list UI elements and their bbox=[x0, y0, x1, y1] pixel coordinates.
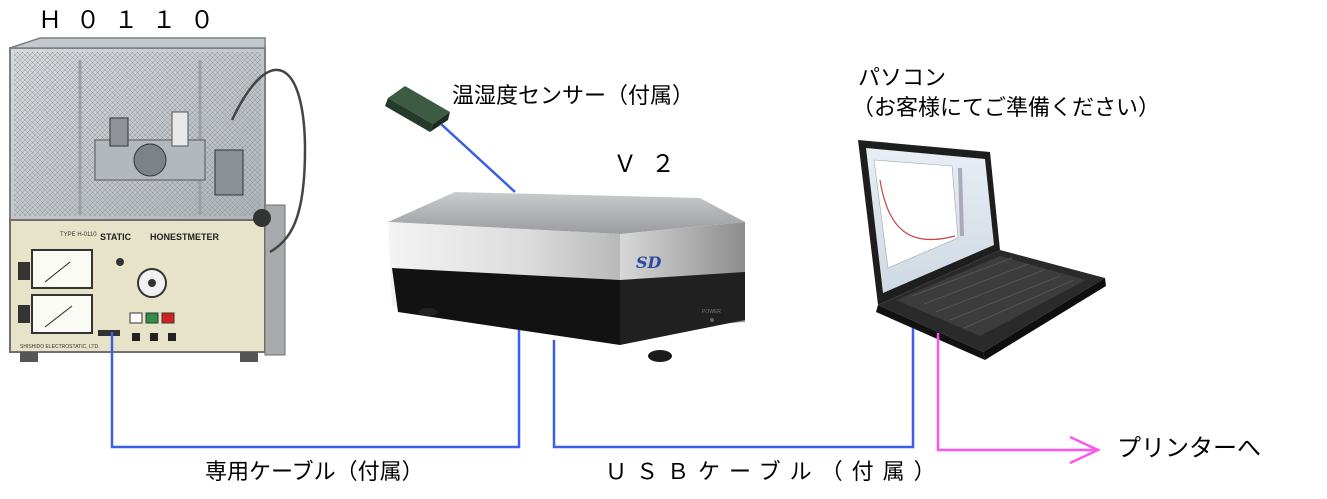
v2-label: Ｖ２ bbox=[613, 150, 689, 178]
arrow-right-icon bbox=[1069, 435, 1101, 465]
v2-logo: SD bbox=[636, 253, 662, 272]
power-led-icon bbox=[710, 318, 714, 322]
v2-unit: SD POWER bbox=[388, 192, 745, 362]
sensor-cable bbox=[440, 123, 516, 193]
h0110-panel-static: STATIC bbox=[100, 232, 132, 242]
usb-cable-label: ＵＳＢケーブル（付属） bbox=[605, 460, 945, 485]
h0110-panel-maker: SHISHIDO ELECTROSTATIC, LTD. bbox=[20, 344, 99, 350]
printer-label: プリンターへ bbox=[1117, 434, 1261, 462]
dedicated-cable bbox=[110, 330, 521, 449]
h0110-panel-type: TYPE H-0110 bbox=[60, 232, 97, 238]
h0110-label: Ｈ０１１０ bbox=[38, 6, 228, 34]
printer-line bbox=[936, 333, 1101, 465]
h0110-instrument: TYPE H-0110 STATIC HONESTMETER SHISHIDO … bbox=[9, 37, 307, 362]
pc-label-line2: （お客様にてご準備ください） bbox=[852, 96, 1161, 121]
laptop-pc bbox=[858, 140, 1106, 360]
sensor-label: 温湿度センサー（付属） bbox=[452, 84, 695, 109]
pc-label-line1: パソコン bbox=[858, 66, 947, 91]
usb-cable bbox=[552, 328, 915, 449]
v2-power-label: POWER bbox=[702, 309, 721, 315]
sensor-device bbox=[385, 86, 516, 193]
dedicated-cable-label: 専用ケーブル（付属） bbox=[205, 460, 424, 485]
h0110-panel-name: HONESTMETER bbox=[150, 232, 220, 242]
